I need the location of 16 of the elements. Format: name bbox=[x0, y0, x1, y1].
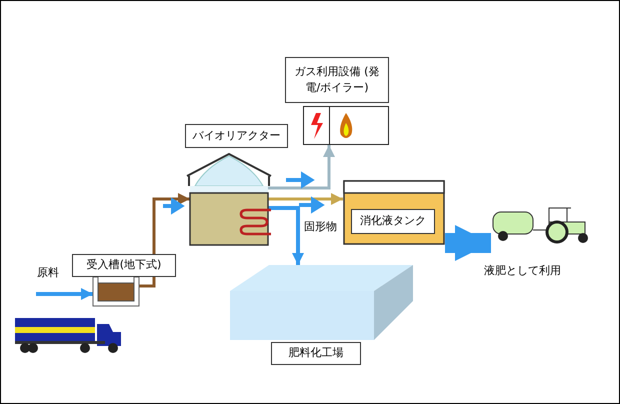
flow-arrow bbox=[297, 198, 325, 212]
name-label: 肥料化工場 bbox=[271, 342, 361, 365]
pipe bbox=[268, 145, 335, 190]
flow-arrow bbox=[284, 173, 315, 187]
edge-label: 固形物 bbox=[304, 219, 337, 234]
name-label: 消化液タンク bbox=[351, 209, 435, 234]
name-label: ガス利用設備 (発電/ボイラー) bbox=[285, 57, 389, 103]
name-label: バイオリアクター bbox=[185, 124, 288, 148]
pipe bbox=[268, 193, 343, 205]
flow-arrow bbox=[161, 199, 185, 213]
name-label: 受入槽(地下式) bbox=[72, 254, 176, 277]
block-arrow bbox=[445, 225, 491, 261]
arrow bbox=[268, 206, 304, 265]
edge-label: 液肥として利用 bbox=[484, 263, 561, 278]
edge-label: 原料 bbox=[37, 265, 59, 280]
arrow bbox=[36, 288, 93, 300]
